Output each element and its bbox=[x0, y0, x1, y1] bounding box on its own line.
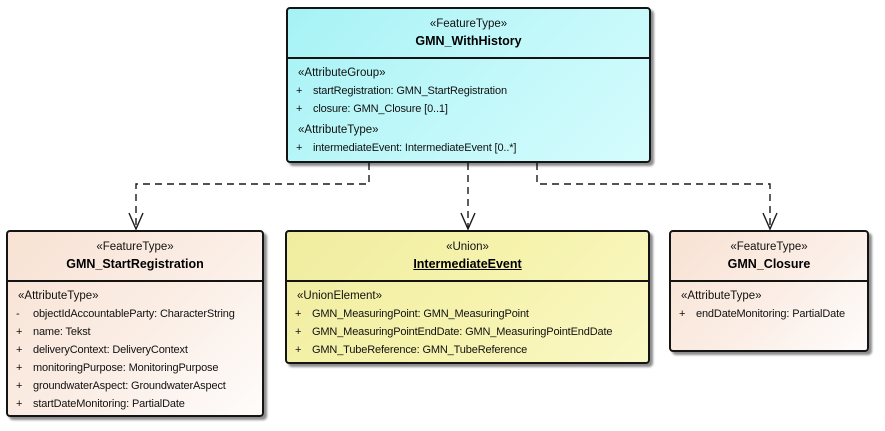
class-attribute-compartment: «AttributeType» + endDateMonitoring: Par… bbox=[671, 282, 867, 323]
visibility-marker: + bbox=[296, 85, 303, 97]
group-stereotype: «AttributeType» bbox=[298, 124, 379, 136]
attribute-group: «AttributeType» + intermediateEvent: Int… bbox=[288, 121, 649, 157]
visibility-marker: + bbox=[296, 142, 303, 154]
class-box-gmn-startregistration[interactable]: «FeatureType» GMN_StartRegistration «Att… bbox=[6, 230, 264, 417]
class-box-gmn-closure[interactable]: «FeatureType» GMN_Closure «AttributeType… bbox=[669, 230, 869, 352]
dependency-arrow-to-closure[interactable] bbox=[536, 163, 778, 231]
attribute-row: + startDateMonitoring: PartialDate bbox=[8, 395, 262, 413]
visibility-marker: + bbox=[295, 344, 302, 356]
group-stereotype: «AttributeType» bbox=[681, 290, 762, 302]
attribute-row: + monitoringPurpose: MonitoringPurpose bbox=[8, 359, 262, 377]
attribute-row: - objectIdAccountableParty: CharacterStr… bbox=[8, 305, 262, 323]
class-name: GMN_WithHistory bbox=[415, 34, 522, 48]
visibility-marker: + bbox=[16, 398, 23, 410]
visibility-marker: + bbox=[295, 308, 302, 320]
visibility-marker: - bbox=[16, 308, 20, 320]
attribute-row: + endDateMonitoring: PartialDate bbox=[671, 305, 867, 323]
attribute-text: startDateMonitoring: PartialDate bbox=[33, 398, 185, 410]
dependency-arrow-to-intermediate-event[interactable] bbox=[460, 163, 476, 231]
attribute-group: «AttributeGroup» + startRegistration: GM… bbox=[288, 64, 649, 118]
attribute-row: + startRegistration: GMN_StartRegistrati… bbox=[288, 82, 649, 100]
attribute-text: GMN_MeasuringPointEndDate: GMN_Measuring… bbox=[312, 326, 613, 338]
attribute-text: objectIdAccountableParty: CharacterStrin… bbox=[33, 308, 235, 320]
attribute-group: «AttributeType» - objectIdAccountablePar… bbox=[8, 287, 262, 413]
visibility-marker: + bbox=[16, 326, 23, 338]
attribute-text: startRegistration: GMN_StartRegistration bbox=[313, 85, 507, 97]
attribute-row: + GMN_MeasuringPointEndDate: GMN_Measuri… bbox=[287, 323, 648, 341]
attribute-group: «AttributeType» + endDateMonitoring: Par… bbox=[671, 287, 867, 323]
attribute-text: GMN_TubeReference: GMN_TubeReference bbox=[312, 344, 528, 356]
visibility-marker: + bbox=[679, 308, 686, 320]
class-name: IntermediateEvent bbox=[413, 257, 522, 271]
group-stereotype: «AttributeGroup» bbox=[298, 67, 386, 79]
class-box-intermediateevent[interactable]: «Union» IntermediateEvent «UnionElement»… bbox=[285, 230, 650, 364]
attribute-row: + groundwaterAspect: GroundwaterAspect bbox=[8, 377, 262, 395]
class-attribute-compartment: «UnionElement» + GMN_MeasuringPoint: GMN… bbox=[287, 282, 648, 359]
class-stereotype: «FeatureType» bbox=[96, 241, 174, 253]
attribute-text: groundwaterAspect: GroundwaterAspect bbox=[33, 380, 226, 392]
class-stereotype: «Union» bbox=[446, 241, 489, 253]
visibility-marker: + bbox=[296, 103, 303, 115]
attribute-row: + intermediateEvent: IntermediateEvent [… bbox=[288, 139, 649, 157]
dependency-arrow-to-start-registration[interactable] bbox=[128, 163, 370, 231]
class-header: «FeatureType» GMN_Closure bbox=[671, 232, 867, 282]
attribute-row: + name: Tekst bbox=[8, 323, 262, 341]
visibility-marker: + bbox=[16, 344, 23, 356]
attribute-text: name: Tekst bbox=[33, 326, 91, 338]
class-name: GMN_Closure bbox=[727, 257, 811, 271]
group-stereotype: «UnionElement» bbox=[297, 290, 383, 302]
class-attribute-compartment: «AttributeType» - objectIdAccountablePar… bbox=[8, 282, 262, 413]
class-header: «FeatureType» GMN_StartRegistration bbox=[8, 232, 262, 282]
class-header: «Union» IntermediateEvent bbox=[287, 232, 648, 282]
attribute-text: intermediateEvent: IntermediateEvent [0.… bbox=[313, 142, 517, 154]
attribute-text: GMN_MeasuringPoint: GMN_MeasuringPoint bbox=[312, 308, 529, 320]
group-stereotype: «AttributeType» bbox=[18, 290, 99, 302]
visibility-marker: + bbox=[16, 362, 23, 374]
attribute-group: «UnionElement» + GMN_MeasuringPoint: GMN… bbox=[287, 287, 648, 359]
attribute-text: endDateMonitoring: PartialDate bbox=[696, 308, 845, 320]
class-stereotype: «FeatureType» bbox=[730, 241, 808, 253]
class-stereotype: «FeatureType» bbox=[429, 18, 508, 30]
class-box-gmn-withhistory[interactable]: «FeatureType» GMN_WithHistory «Attribute… bbox=[286, 7, 651, 163]
attribute-text: closure: GMN_Closure [0..1] bbox=[313, 103, 448, 115]
class-attribute-compartment: «AttributeGroup» + startRegistration: GM… bbox=[288, 59, 649, 157]
attribute-text: monitoringPurpose: MonitoringPurpose bbox=[33, 362, 219, 374]
visibility-marker: + bbox=[16, 380, 23, 392]
attribute-row: + deliveryContext: DeliveryContext bbox=[8, 341, 262, 359]
attribute-text: deliveryContext: DeliveryContext bbox=[33, 344, 188, 356]
visibility-marker: + bbox=[295, 326, 302, 338]
attribute-row: + GMN_TubeReference: GMN_TubeReference bbox=[287, 341, 648, 359]
attribute-row: + GMN_MeasuringPoint: GMN_MeasuringPoint bbox=[287, 305, 648, 323]
class-header: «FeatureType» GMN_WithHistory bbox=[288, 9, 649, 59]
class-name: GMN_StartRegistration bbox=[66, 257, 204, 271]
attribute-row: + closure: GMN_Closure [0..1] bbox=[288, 100, 649, 118]
